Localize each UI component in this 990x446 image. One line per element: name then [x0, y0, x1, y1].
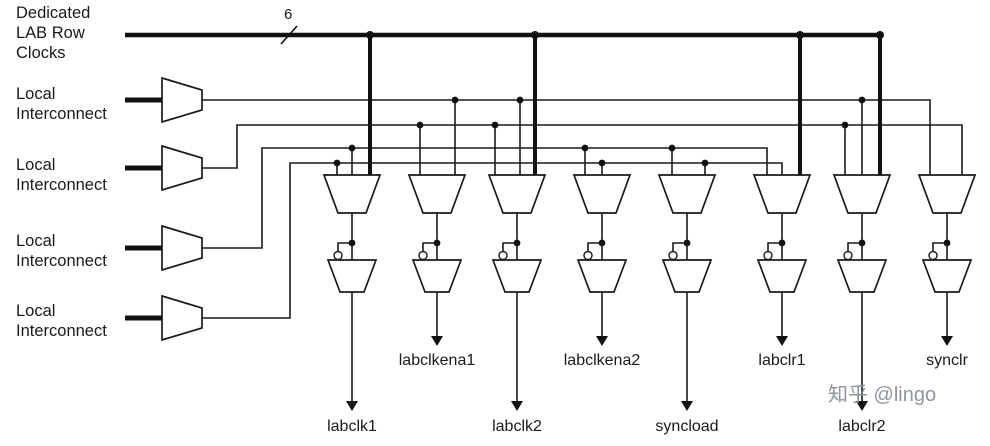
li-driver-3: [161, 225, 203, 271]
mux-column-synclr: [918, 174, 976, 293]
local-interconnect-label-4: Local Interconnect: [16, 302, 107, 340]
mux-column-labclk2: [488, 174, 546, 293]
li-driver-4: [161, 295, 203, 341]
output-label-labclk1: labclk1: [327, 418, 377, 435]
local-interconnect-routing: [202, 99, 963, 319]
output-label-labclkena2: labclkena2: [563, 352, 641, 369]
dedicated-clocks-label: Dedicated LAB Row Clocks: [16, 4, 91, 62]
local-interconnect-label-3: Local Interconnect: [16, 232, 107, 270]
watermark-text: 知乎 @lingo: [828, 384, 937, 406]
mux-column-labclr1: [753, 174, 811, 293]
output-label-labclkena1: labclkena1: [398, 352, 476, 369]
mux-column-labclkena2: [573, 174, 631, 293]
li-driver-1: [161, 77, 203, 123]
output-arrows: [346, 292, 953, 411]
output-label-labclr1: labclr1: [758, 352, 806, 369]
mux-column-syncload: [658, 174, 716, 293]
junction-dots: [333, 31, 884, 167]
mux-column-labclr2: [833, 174, 891, 293]
output-label-labclk2: labclk2: [492, 418, 542, 435]
local-interconnect-label-1: Local Interconnect: [16, 85, 107, 123]
dedicated-clock-bus: [125, 25, 882, 175]
output-label-syncload: syncload: [655, 418, 719, 435]
mux-column-labclkena1: [408, 174, 466, 293]
output-label-synclr: synclr: [926, 352, 968, 369]
bus-width-slash: [280, 25, 298, 45]
li-driver-2: [161, 145, 203, 191]
output-label-labclr2: labclr2: [838, 418, 886, 435]
mux-column-labclk1: [323, 174, 381, 293]
bus-width-label: 6: [284, 6, 293, 23]
local-interconnect-label-2: Local Interconnect: [16, 156, 107, 194]
local-interconnect-stubs: [125, 97, 163, 321]
